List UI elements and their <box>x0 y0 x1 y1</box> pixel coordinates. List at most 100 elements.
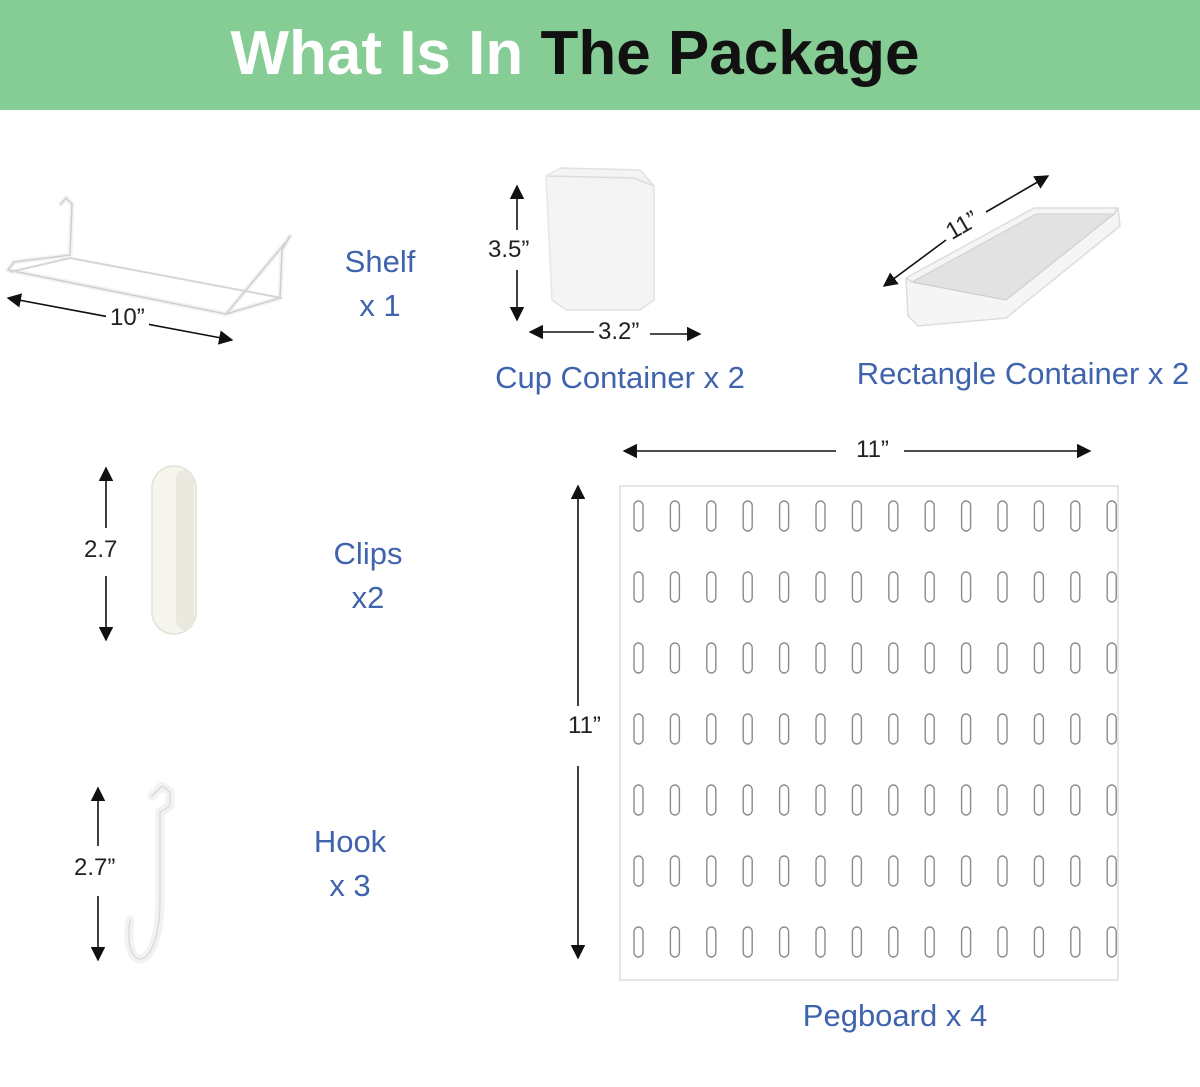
pegboard-hole <box>851 784 863 816</box>
pegboard-hole <box>669 571 681 603</box>
pegboard-hole <box>960 642 972 674</box>
pegboard-hole <box>1106 571 1117 603</box>
pegboard-hole <box>742 855 753 887</box>
clip-height-label: 2.7 <box>80 536 122 564</box>
pegboard-hole <box>1033 500 1045 532</box>
pegboard-hole <box>888 784 899 816</box>
pegboard-hole <box>706 784 717 816</box>
cup-width-arrow <box>528 324 702 342</box>
pegboard-hole <box>633 855 644 887</box>
pegboard-hole <box>1070 926 1081 958</box>
pegboard-hole <box>851 642 863 674</box>
pegboard-hole <box>1070 713 1081 745</box>
pegboard-hole <box>742 713 753 745</box>
pegboard-hole <box>924 642 935 674</box>
pegboard-hole <box>1070 500 1081 532</box>
pegboard-hole <box>778 926 790 958</box>
pegboard-hole <box>815 926 826 958</box>
pegboard-hole <box>1070 855 1081 887</box>
title-part-white: What Is In <box>230 19 541 88</box>
header-banner: What Is In The Package <box>0 0 1200 110</box>
pegboard-hole <box>888 571 899 603</box>
pegboard-hole <box>888 500 899 532</box>
hook-label: Hook x 3 <box>300 820 400 908</box>
pegboard-hole <box>633 642 644 674</box>
pegboard-image <box>619 485 1119 981</box>
pegboard-hole <box>1033 642 1045 674</box>
rectangle-container-image <box>905 207 1121 327</box>
pegboard-hole <box>778 713 790 745</box>
pegboard-hole <box>997 500 1008 532</box>
pegboard-hole <box>633 784 644 816</box>
pegboard-hole <box>633 500 644 532</box>
pegboard-hole <box>997 713 1008 745</box>
cup-height-label: 3.5” <box>484 236 534 264</box>
pegboard-hole <box>1070 784 1081 816</box>
pegboard-hole <box>960 500 972 532</box>
rectangle-length-arrow <box>882 175 1050 287</box>
pegboard-hole <box>815 500 826 532</box>
pegboard-hole <box>669 926 681 958</box>
pegboard-hole <box>633 713 644 745</box>
pegboard-hole <box>888 642 899 674</box>
pegboard-hole <box>1033 571 1045 603</box>
hook-name: Hook <box>313 824 387 859</box>
pegboard-hole <box>742 784 753 816</box>
pegboard-hole <box>851 571 863 603</box>
pegboard-hole <box>742 642 753 674</box>
pegboard-hole <box>706 713 717 745</box>
pegboard-hole <box>706 500 717 532</box>
pegboard-hole <box>742 571 753 603</box>
pegboard-hole <box>633 571 644 603</box>
pegboard-hole <box>1033 713 1045 745</box>
pegboard-hole <box>778 855 790 887</box>
pegboard-hole <box>815 784 826 816</box>
pegboard-hole <box>778 500 790 532</box>
pegboard-hole <box>669 642 681 674</box>
pegboard-label: Pegboard x 4 <box>802 998 988 1033</box>
hook-qty: x 3 <box>329 868 371 903</box>
shelf-width-label: 10” <box>106 304 149 332</box>
cup-width-label: 3.2” <box>594 318 644 346</box>
shelf-image <box>5 195 293 317</box>
pegboard-hole <box>1070 571 1081 603</box>
pegboard-hole <box>669 713 681 745</box>
pegboard-hole <box>888 926 899 958</box>
pegboard-hole <box>815 855 826 887</box>
pegboard-hole <box>669 500 681 532</box>
pegboard-hole <box>706 926 717 958</box>
pegboard-hole <box>815 713 826 745</box>
pegboard-hole <box>960 784 972 816</box>
pegboard-hole <box>778 784 790 816</box>
pegboard-hole <box>924 713 935 745</box>
pegboard-hole <box>997 784 1008 816</box>
pegboard-hole <box>778 571 790 603</box>
pegboard-hole <box>851 855 863 887</box>
pegboard-hole <box>997 571 1008 603</box>
pegboard-hole <box>706 855 717 887</box>
pegboard-hole <box>1033 855 1045 887</box>
cup-container-image <box>545 167 655 311</box>
pegboard-hole <box>997 642 1008 674</box>
pegboard-hole <box>1033 926 1045 958</box>
clip-image <box>151 465 197 635</box>
pegboard-hole <box>960 713 972 745</box>
pegboard-hole <box>778 642 790 674</box>
clips-label: Clips x2 <box>318 532 418 620</box>
pegboard-hole <box>815 642 826 674</box>
pegboard-hole <box>851 500 863 532</box>
shelf-label: Shelf x 1 <box>330 240 430 328</box>
cup-container-label: Cup Container x 2 <box>495 360 745 395</box>
pegboard-hole <box>960 926 972 958</box>
pegboard-hole <box>1106 926 1117 958</box>
pegboard-holes <box>633 500 1117 958</box>
pegboard-hole <box>997 855 1008 887</box>
pegboard-hole <box>924 784 935 816</box>
rectangle-container-label: Rectangle Container x 2 <box>856 356 1190 391</box>
pegboard-hole <box>924 500 935 532</box>
pegboard-hole <box>706 642 717 674</box>
hook-image <box>124 781 175 964</box>
pegboard-height-label: 11” <box>564 712 605 740</box>
pegboard-hole <box>706 571 717 603</box>
